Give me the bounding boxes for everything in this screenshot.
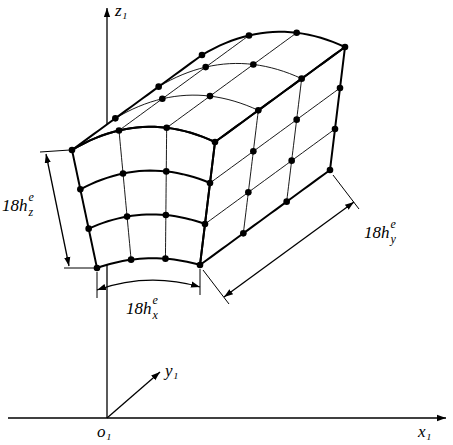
axis-label: y₁ — [165, 362, 178, 379]
grid-node — [207, 180, 214, 187]
grid-line — [200, 170, 330, 265]
grid-line — [287, 79, 302, 202]
grid-line — [72, 127, 215, 150]
grid-node — [116, 127, 123, 134]
top-face — [72, 32, 345, 150]
grid-node — [337, 85, 344, 92]
grid-line — [200, 142, 215, 265]
grid-node — [124, 213, 131, 220]
extension-line — [203, 270, 229, 304]
coordinate-axes — [8, 8, 446, 418]
grid-line — [165, 128, 166, 259]
grid-node — [197, 262, 204, 269]
axis-label: x₁ — [418, 423, 431, 440]
grid-line — [210, 88, 340, 183]
dimension-line — [46, 154, 69, 266]
grid-node — [163, 212, 170, 219]
grid-node — [202, 64, 209, 71]
grid-line — [215, 47, 345, 142]
axis-label: z₁ — [115, 2, 128, 19]
grid-line — [72, 127, 215, 150]
grid-line — [89, 214, 205, 228]
grid-node — [298, 75, 305, 82]
grid-node — [159, 95, 166, 102]
grid-node — [120, 170, 127, 177]
extension-line — [333, 175, 359, 209]
grid-node — [207, 93, 214, 100]
grid-line — [215, 47, 345, 142]
grid-node — [283, 198, 290, 205]
grid-node — [212, 139, 219, 146]
grid-line — [200, 142, 215, 265]
grid-node — [327, 167, 334, 174]
extension-line — [64, 268, 95, 269]
grid-node — [155, 83, 162, 90]
curved-element — [69, 29, 349, 271]
dimension-label: 18h — [2, 197, 28, 214]
grid-node — [85, 225, 92, 232]
x-axis — [8, 417, 446, 418]
extension-line — [40, 150, 70, 152]
grid-node — [94, 265, 101, 272]
grid-line — [80, 171, 210, 190]
grid-line — [119, 130, 131, 259]
grid-line — [72, 150, 97, 268]
superscript: e — [153, 294, 158, 306]
grid-line — [243, 110, 258, 233]
y-axis — [107, 372, 160, 418]
grid-node — [332, 126, 339, 133]
grid-node — [162, 255, 169, 262]
extension-line — [200, 269, 201, 295]
grid-line — [202, 32, 345, 55]
origin-label: o₁ — [97, 423, 111, 440]
grid-line — [167, 33, 297, 128]
grid-node — [202, 221, 209, 228]
grid-node — [163, 124, 170, 131]
grid-node — [163, 168, 170, 175]
grid-node — [240, 230, 247, 237]
grid-node — [288, 157, 295, 164]
grid-node — [342, 44, 349, 51]
superscript: e — [391, 218, 396, 230]
grid-line — [72, 55, 202, 150]
subscript: y — [391, 233, 396, 245]
subscript: z — [29, 206, 34, 218]
grid-line — [119, 35, 249, 130]
grid-node — [112, 115, 119, 122]
grid-line — [115, 95, 258, 118]
grid-node — [77, 186, 84, 193]
grid-node — [245, 189, 252, 196]
grid-node — [69, 147, 76, 154]
grid-node — [199, 52, 206, 59]
grid-line — [97, 258, 200, 268]
grid-node — [293, 29, 300, 36]
grid-line — [330, 47, 345, 170]
grid-node — [246, 32, 253, 39]
superscript: e — [29, 191, 34, 203]
grid-line — [159, 63, 302, 86]
extension-line — [97, 272, 98, 298]
grid-node — [293, 116, 300, 123]
grid-node — [128, 256, 135, 263]
grid-node — [250, 61, 257, 68]
dimension-label: 18h — [126, 300, 152, 317]
front-face — [72, 127, 215, 268]
grid-line — [205, 129, 335, 224]
grid-node — [255, 107, 262, 114]
dimension-label: 18h — [364, 224, 390, 241]
grid-node — [250, 148, 257, 155]
dimension-arc — [97, 280, 200, 290]
subscript: x — [153, 309, 158, 321]
